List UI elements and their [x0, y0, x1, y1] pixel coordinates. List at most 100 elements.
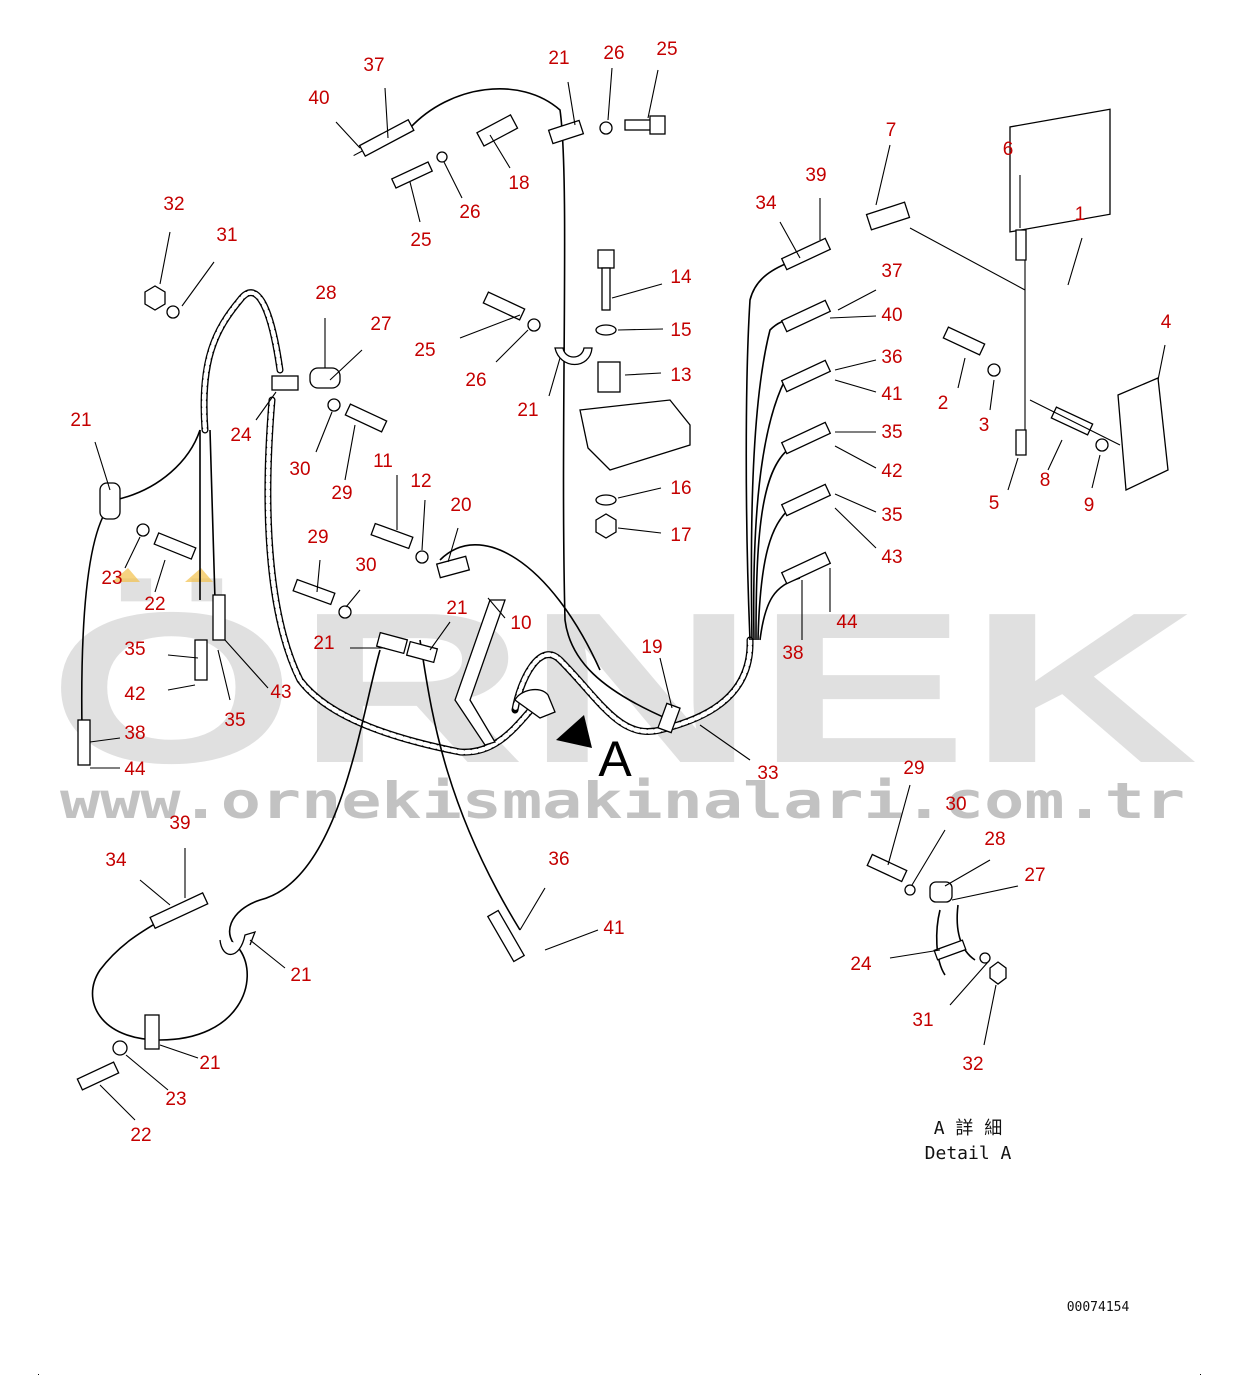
connector-38-left [77, 719, 91, 766]
callout-41: 41 [881, 384, 902, 405]
callout-34: 34 [755, 193, 777, 214]
detail-title-jp: A 詳 細 [934, 1118, 1003, 1139]
callout-43: 43 [881, 547, 902, 568]
washer-30-detail [904, 884, 916, 896]
connector-34-lower [149, 892, 209, 930]
view-marker-a: A [598, 731, 632, 787]
bolt-11 [370, 522, 414, 550]
bolt-14 [601, 267, 611, 311]
wire-clamp-20 [439, 544, 601, 671]
clamp-20 [435, 555, 471, 579]
clamp-21-top [547, 119, 585, 145]
clamp-21-lower-b [144, 1014, 160, 1050]
distributor-block-1 [1009, 108, 1111, 233]
callout-31: 31 [216, 225, 237, 246]
callout-44: 44 [124, 759, 146, 780]
bolt-2 [942, 326, 986, 356]
callout-13: 13 [670, 365, 691, 386]
connector-35-left [194, 639, 208, 681]
connector-36-lower [486, 909, 526, 963]
clamp-21-center [554, 347, 593, 365]
callout-16: 16 [670, 478, 691, 499]
clamp-21-left [99, 482, 121, 520]
fitting-6 [1015, 229, 1027, 261]
bracket-13 [597, 361, 621, 393]
callout-22: 22 [144, 594, 165, 615]
watermark-brand: ÖRNEK [48, 567, 1198, 808]
callout-21: 21 [517, 400, 538, 421]
callout-40: 40 [308, 88, 329, 109]
callout-20: 20 [450, 495, 471, 516]
callout-22: 22 [130, 1125, 151, 1146]
detail-a-wires [935, 904, 976, 976]
connector-elbow-a [514, 688, 556, 719]
callout-25: 25 [414, 340, 435, 361]
connector-38-right [780, 551, 832, 585]
callout-25: 25 [656, 39, 677, 60]
callout-32: 32 [962, 1054, 983, 1075]
callout-14: 14 [670, 267, 692, 288]
watermark: ÖRNEK www.ornekismakinalari.com.tr [48, 567, 1198, 830]
valve-block [579, 399, 691, 471]
bolt-29-detail [866, 853, 908, 883]
callout-18: 18 [508, 173, 529, 194]
callout-1: 1 [1075, 204, 1086, 225]
clamp-21-lower-a [219, 930, 257, 956]
callout-labels: 37 40 21 26 25 18 26 25 32 31 28 27 24 3… [70, 39, 1171, 1146]
wire-right-bundle-1 [745, 261, 791, 641]
callout-23: 23 [165, 1089, 186, 1110]
connector-35b-right [780, 483, 832, 517]
callout-35: 35 [124, 639, 145, 660]
nut-17 [595, 513, 617, 539]
view-arrow-a [556, 715, 592, 748]
callout-37: 37 [363, 55, 384, 76]
washer-26-center [527, 318, 541, 332]
callout-21: 21 [446, 598, 467, 619]
callout-41: 41 [603, 918, 624, 939]
clamp-28-detail [929, 881, 953, 903]
detail-title-en: Detail A [925, 1143, 1012, 1164]
bolt-25-center [482, 291, 526, 321]
bolt-22-b [76, 1061, 120, 1091]
callout-21: 21 [313, 633, 334, 654]
callout-8: 8 [1040, 470, 1051, 491]
callout-35: 35 [881, 505, 902, 526]
connector-37-right [780, 299, 832, 333]
callout-21: 21 [199, 1053, 220, 1074]
callout-21: 21 [70, 410, 91, 431]
callout-6: 6 [1003, 139, 1014, 160]
wire-lower-left [91, 649, 381, 1041]
clip-18 [476, 114, 519, 147]
callout-35: 35 [224, 710, 245, 731]
callout-34: 34 [105, 850, 127, 871]
callout-30: 30 [945, 794, 966, 815]
callout-29: 29 [331, 483, 352, 504]
callout-21: 21 [548, 48, 569, 69]
callout-26: 26 [465, 370, 486, 391]
washer-26-left [436, 151, 448, 163]
corner-tick-left [38, 1374, 39, 1375]
washer-23-a [136, 523, 150, 537]
washer-9 [1095, 438, 1109, 452]
washer-15 [595, 324, 617, 336]
callout-3: 3 [979, 415, 990, 436]
callout-23: 23 [101, 568, 122, 589]
connector-37-top [353, 118, 415, 158]
connector-35-right [780, 421, 832, 455]
fitting-5 [1015, 429, 1027, 456]
bolt-14-head [597, 249, 615, 269]
callout-31: 31 [912, 1010, 933, 1031]
cover-plate-4 [1117, 377, 1169, 491]
callout-28: 28 [315, 283, 336, 304]
callout-28: 28 [984, 829, 1005, 850]
callout-24: 24 [850, 954, 872, 975]
watermark-accent-marks [112, 568, 213, 582]
clamp-19 [657, 702, 681, 734]
nut-32-detail [989, 961, 1007, 985]
washer-31-detail [979, 952, 991, 964]
callout-42: 42 [881, 461, 902, 482]
callout-40: 40 [881, 305, 902, 326]
connector-43-left [212, 594, 226, 641]
callout-38: 38 [782, 643, 803, 664]
drawing-number: 00074154 [1067, 1300, 1130, 1315]
